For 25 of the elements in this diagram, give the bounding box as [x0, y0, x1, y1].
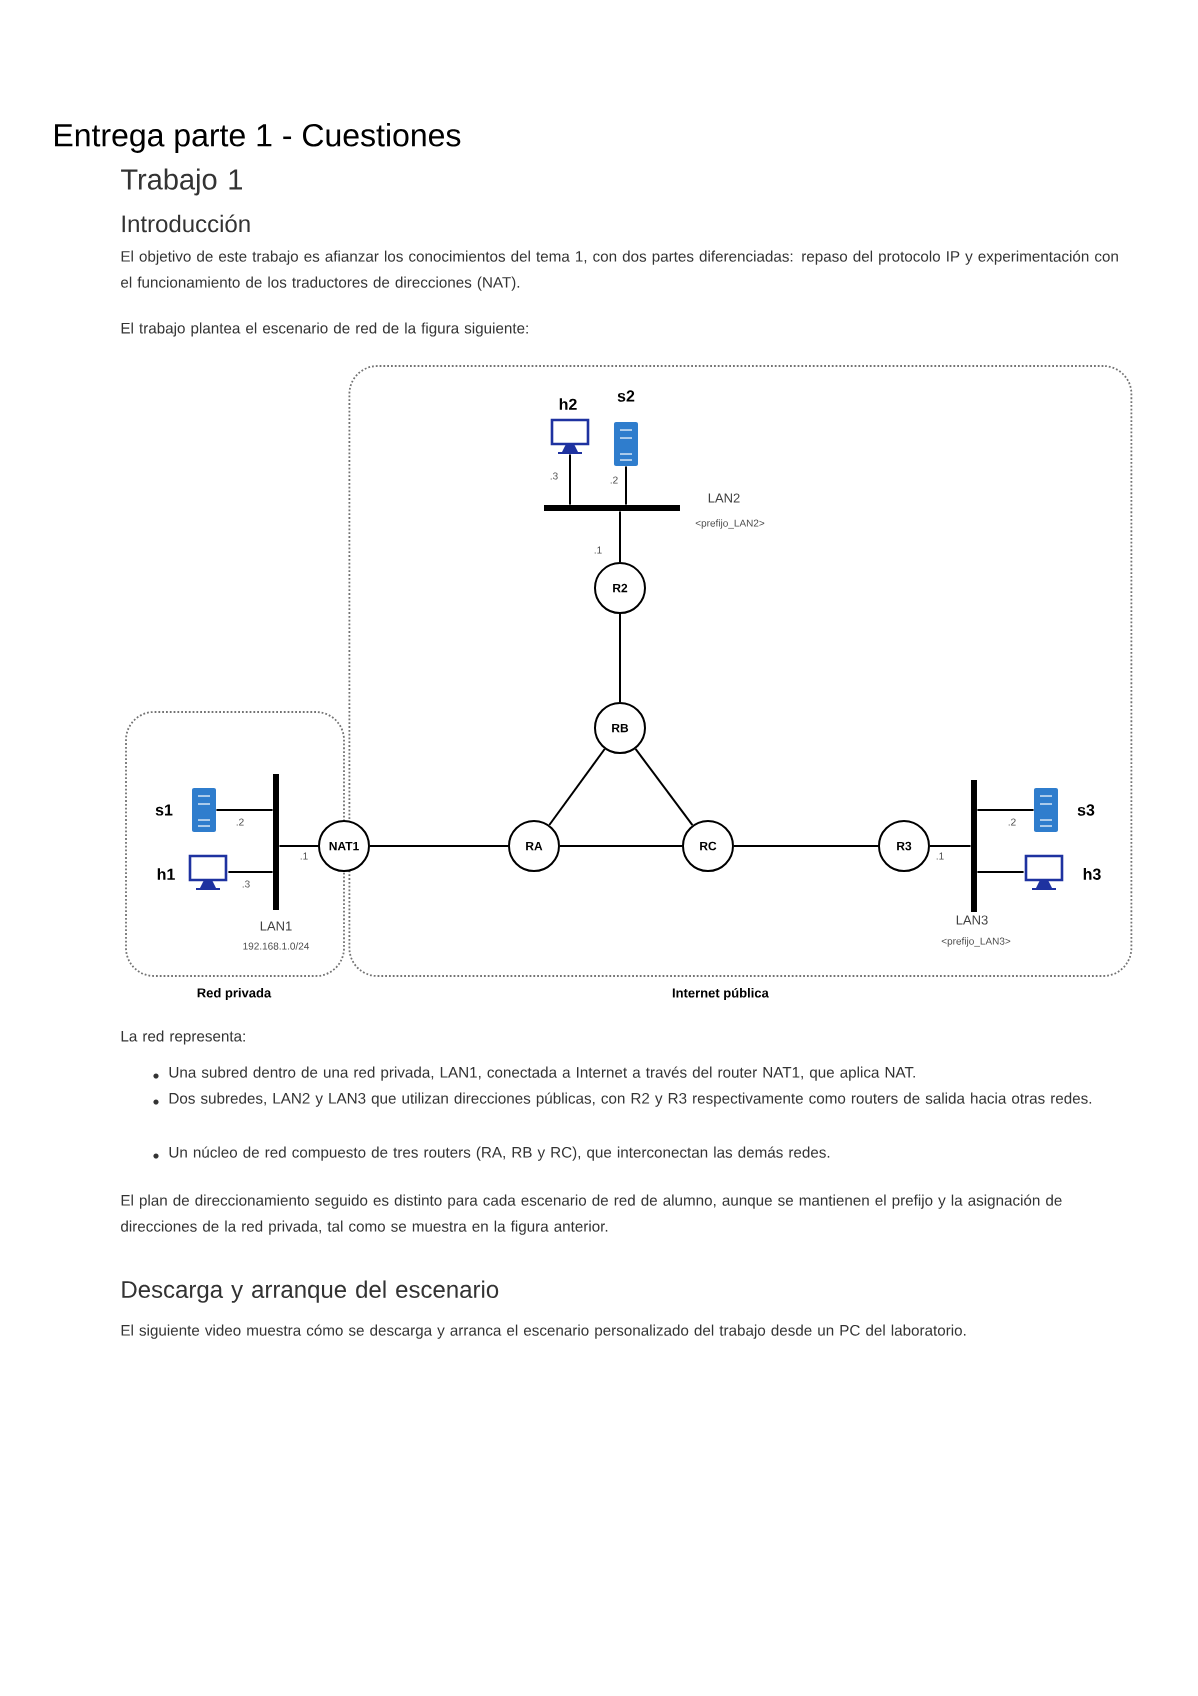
host-label: h1: [157, 868, 175, 880]
host-label: s1: [155, 804, 173, 816]
network-link: [227, 871, 274, 873]
network-link: [625, 465, 627, 506]
subsection-heading: Descarga y arranque del escenario: [122, 1280, 499, 1303]
network-link: [619, 510, 621, 563]
host-label: s3: [1077, 804, 1095, 816]
network-link: [976, 809, 1035, 811]
network-link: [559, 845, 683, 847]
network-link: [278, 845, 319, 847]
section-heading: Trabajo 1: [121, 168, 242, 196]
network-link: [369, 845, 509, 847]
network-link: [569, 453, 571, 506]
network-link: [619, 613, 621, 703]
subsection-heading: Introducción: [122, 214, 250, 233]
host-label: h3: [1083, 868, 1101, 880]
network-link: [733, 845, 879, 847]
network-link: [929, 845, 972, 847]
host-label: s2: [617, 390, 635, 402]
page-title: Entrega parte 1 - Cuestiones: [55, 123, 461, 153]
network-link: [976, 871, 1025, 873]
network-link: [548, 748, 606, 826]
network-link: [215, 809, 274, 811]
network-link: [634, 747, 694, 827]
host-label: h2: [559, 398, 577, 410]
